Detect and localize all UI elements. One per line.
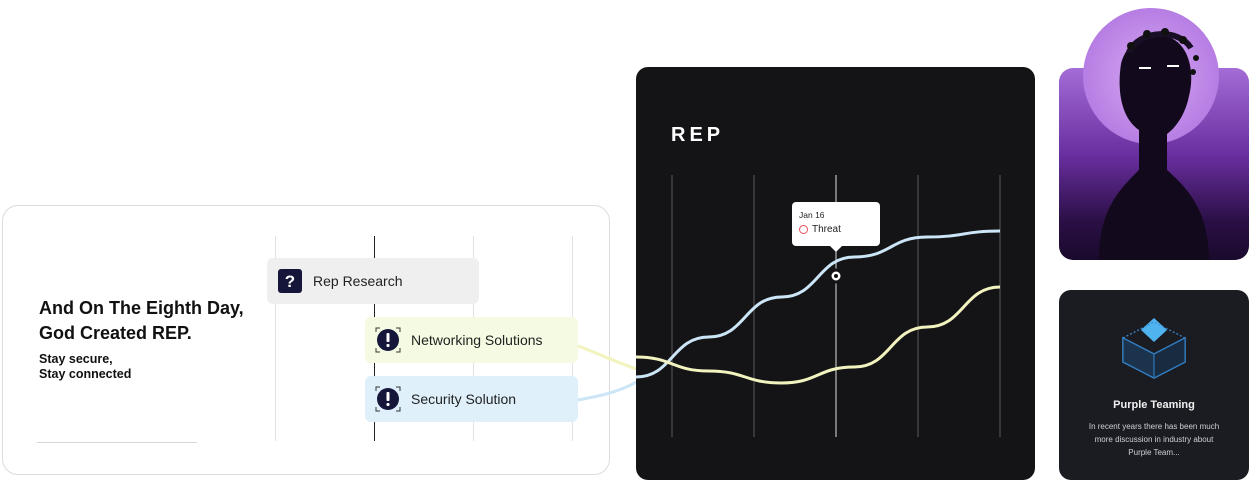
avatar-figure: [1083, 8, 1219, 260]
tooltip-date: Jan 16: [799, 210, 825, 220]
card-title: Purple Teaming: [1113, 399, 1195, 411]
service-rep-research[interactable]: ? Rep Research: [267, 258, 479, 304]
threat-dot-icon: [799, 225, 808, 234]
tooltip-series: Threat: [812, 224, 841, 235]
hero-tagline: Stay secure, Stay connected: [39, 352, 239, 382]
alert-icon: [375, 327, 401, 353]
question-mark-icon: ?: [277, 268, 303, 294]
series-line: [636, 285, 1001, 385]
svg-text:?: ?: [285, 272, 295, 291]
cube-icon: [1122, 318, 1186, 379]
service-label: Rep Research: [313, 273, 403, 289]
service-label: Security Solution: [411, 391, 517, 407]
service-label: Networking Solutions: [411, 332, 543, 348]
service-security-solution[interactable]: Security Solution: [365, 376, 578, 422]
card-body: In recent years there has been much more…: [1088, 422, 1220, 457]
purple-teaming-card[interactable]: Purple Teaming In recent years there has…: [1059, 290, 1249, 480]
logo-text: REP: [671, 124, 724, 144]
grid-line: [275, 236, 276, 441]
divider: [37, 442, 197, 443]
tagline-line: Stay secure,: [39, 352, 113, 366]
connector-lines: [577, 344, 641, 402]
alert-icon: [375, 386, 401, 412]
series-line: [636, 229, 1001, 379]
chart-tooltip: Jan 16 Threat: [792, 202, 880, 252]
service-networking-solutions[interactable]: Networking Solutions: [365, 317, 578, 363]
tagline-line: Stay connected: [39, 367, 132, 381]
chart-card: REP Jan 16 Threat: [636, 67, 1035, 480]
highlight-point-center: [834, 274, 838, 278]
hero-headline: And On The Eighth Day, God Created REP.: [39, 298, 244, 343]
